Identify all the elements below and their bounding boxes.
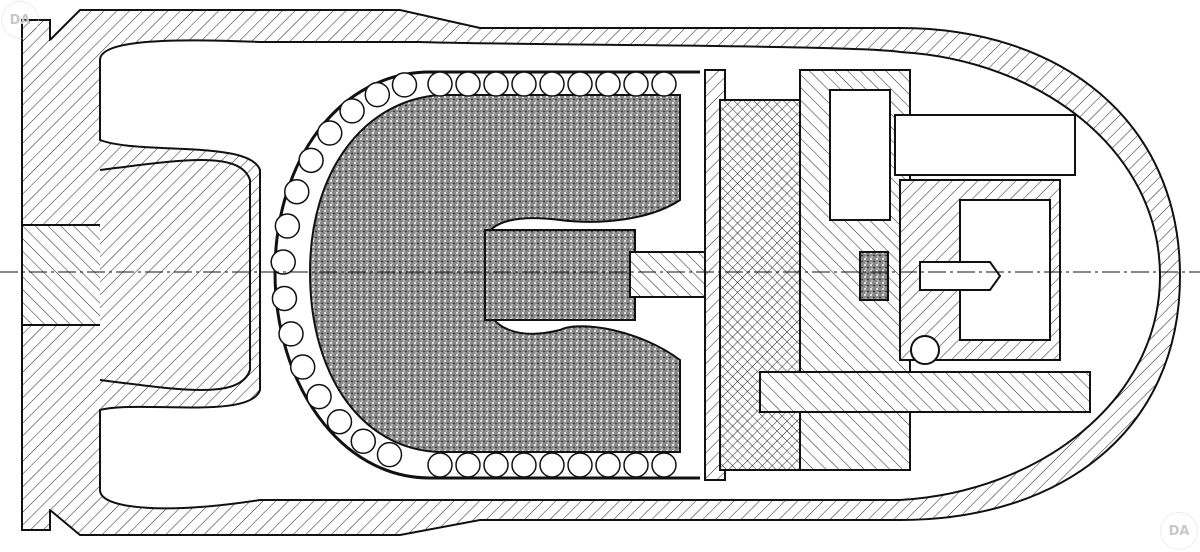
nose-cap [894, 114, 1076, 176]
steel-ball [350, 428, 377, 455]
fuze-rotor [719, 99, 801, 471]
booster-charge [484, 229, 636, 321]
steel-ball [271, 285, 298, 312]
steel-ball [284, 178, 310, 205]
inner-yoke [99, 159, 251, 391]
steel-ball [298, 147, 324, 174]
steel-ball [483, 452, 509, 478]
steel-ball [316, 120, 343, 146]
steel-ball [339, 98, 365, 124]
steel-ball [455, 452, 481, 478]
steel-ball [306, 383, 332, 410]
steel-ball [623, 452, 649, 478]
steel-ball [595, 452, 621, 478]
booster-tube [629, 251, 711, 298]
steel-ball [539, 71, 565, 97]
steel-ball [567, 452, 593, 478]
steel-ball [623, 71, 649, 97]
steel-ball [483, 71, 509, 97]
watermark-logo: DA [1160, 512, 1198, 550]
setback-pin [910, 335, 940, 365]
steel-ball [376, 441, 403, 468]
side-plunger [759, 371, 1091, 413]
detonator [859, 251, 889, 301]
firing-pin [919, 261, 1002, 291]
primer-plug [21, 224, 103, 326]
steel-balls [270, 71, 677, 478]
steel-ball [427, 452, 453, 478]
steel-ball [651, 452, 677, 478]
steel-ball [427, 71, 453, 97]
steel-ball [274, 213, 301, 239]
steel-ball [651, 71, 677, 97]
steel-ball [455, 71, 481, 97]
steel-ball [289, 354, 316, 380]
watermark-logo: DA [1, 1, 39, 39]
steel-ball [326, 408, 353, 435]
steel-ball [270, 249, 296, 275]
fuze-channel [829, 89, 891, 221]
steel-ball [567, 71, 593, 97]
steel-ball [391, 72, 418, 98]
steel-ball [278, 321, 304, 347]
main-charge [308, 94, 681, 453]
steel-ball [511, 452, 537, 478]
steel-ball [539, 452, 565, 478]
steel-ball [595, 71, 621, 97]
steel-ball [511, 71, 537, 97]
steel-ball [364, 81, 391, 108]
